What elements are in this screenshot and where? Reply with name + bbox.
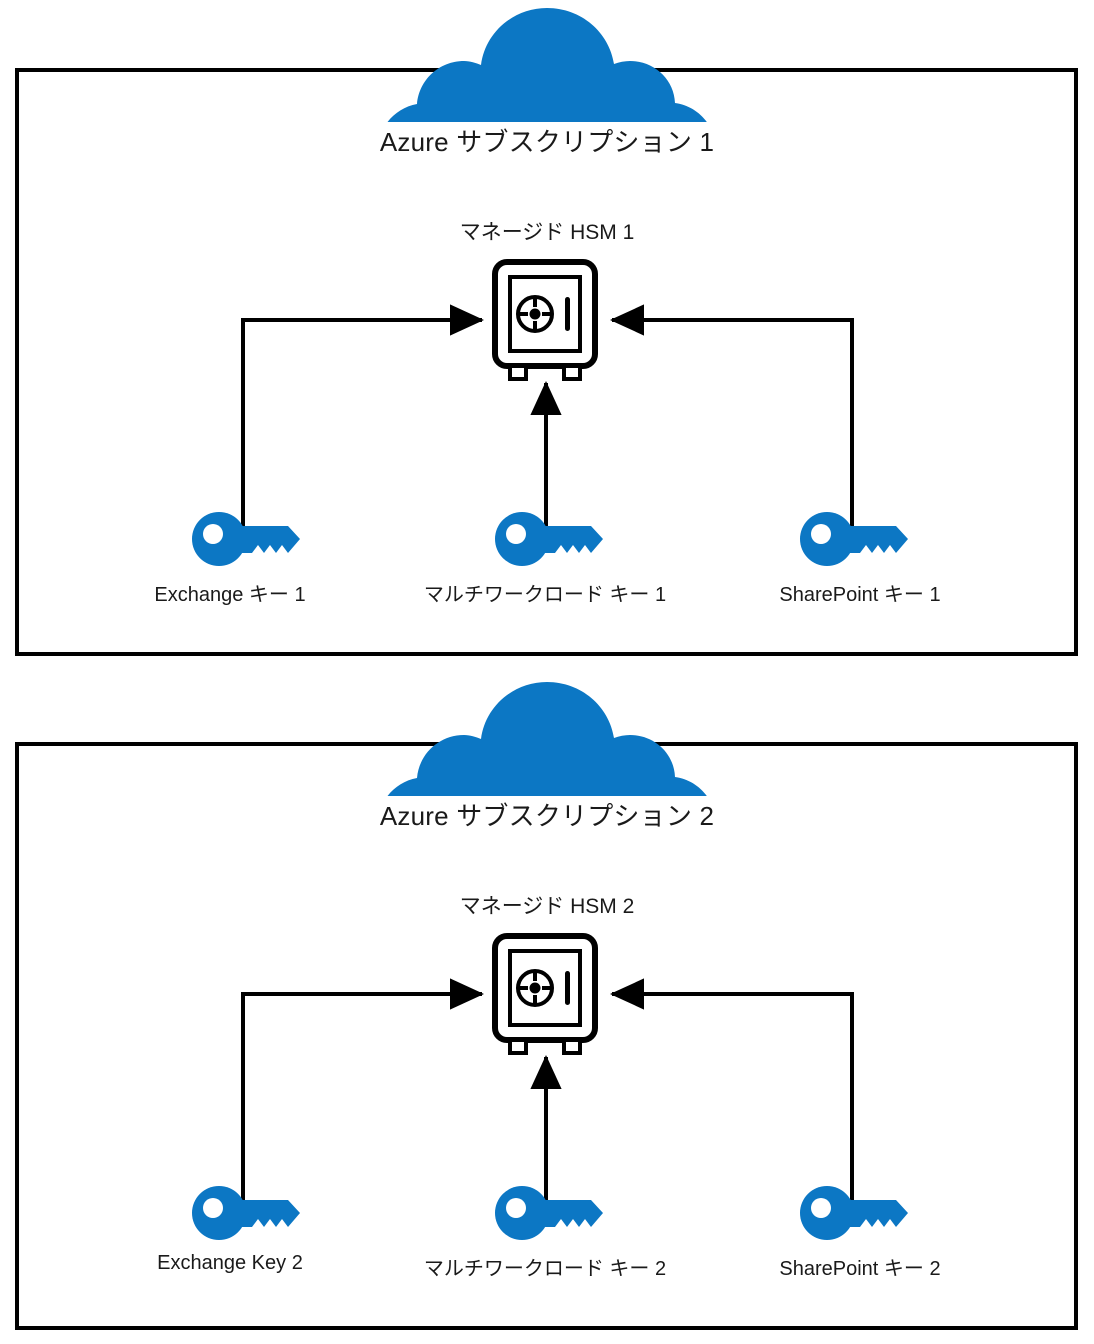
safe-icon (492, 933, 598, 1055)
key-icon-right-1 (800, 512, 908, 566)
key-icon-right-2 (800, 1186, 908, 1240)
hsm-label-1: マネージド HSM 1 (459, 221, 635, 244)
key-label-left-2: Exchange Key 2 (157, 1252, 303, 1274)
subscription-title-2: Azure サブスクリプション 2 (379, 801, 715, 831)
key-label-center-1: マルチワークロード キー 1 (423, 584, 667, 606)
hsm-label-2: マネージド HSM 2 (459, 895, 635, 918)
subscription-title-1: Azure サブスクリプション 1 (379, 127, 715, 157)
connector-left-1 (241, 304, 484, 530)
safe-icon (492, 259, 598, 381)
connector-right-1 (610, 304, 854, 530)
connector-right-2 (610, 978, 854, 1204)
key-label-right-1: SharePoint キー 1 (779, 584, 941, 606)
key-label-right-2: SharePoint キー 2 (779, 1258, 941, 1280)
key-icon-center-1 (495, 512, 603, 566)
hsm-connections-2 (0, 919, 1094, 1339)
key-icon-left-2 (192, 1186, 300, 1240)
key-label-center-2: マルチワークロード キー 2 (423, 1258, 667, 1280)
key-icon-left-1 (192, 512, 300, 566)
key-label-left-1: Exchange キー 1 (154, 584, 306, 606)
key-icon-center-2 (495, 1186, 603, 1240)
hsm-connections-1 (0, 245, 1094, 665)
connector-left-2 (241, 978, 484, 1204)
